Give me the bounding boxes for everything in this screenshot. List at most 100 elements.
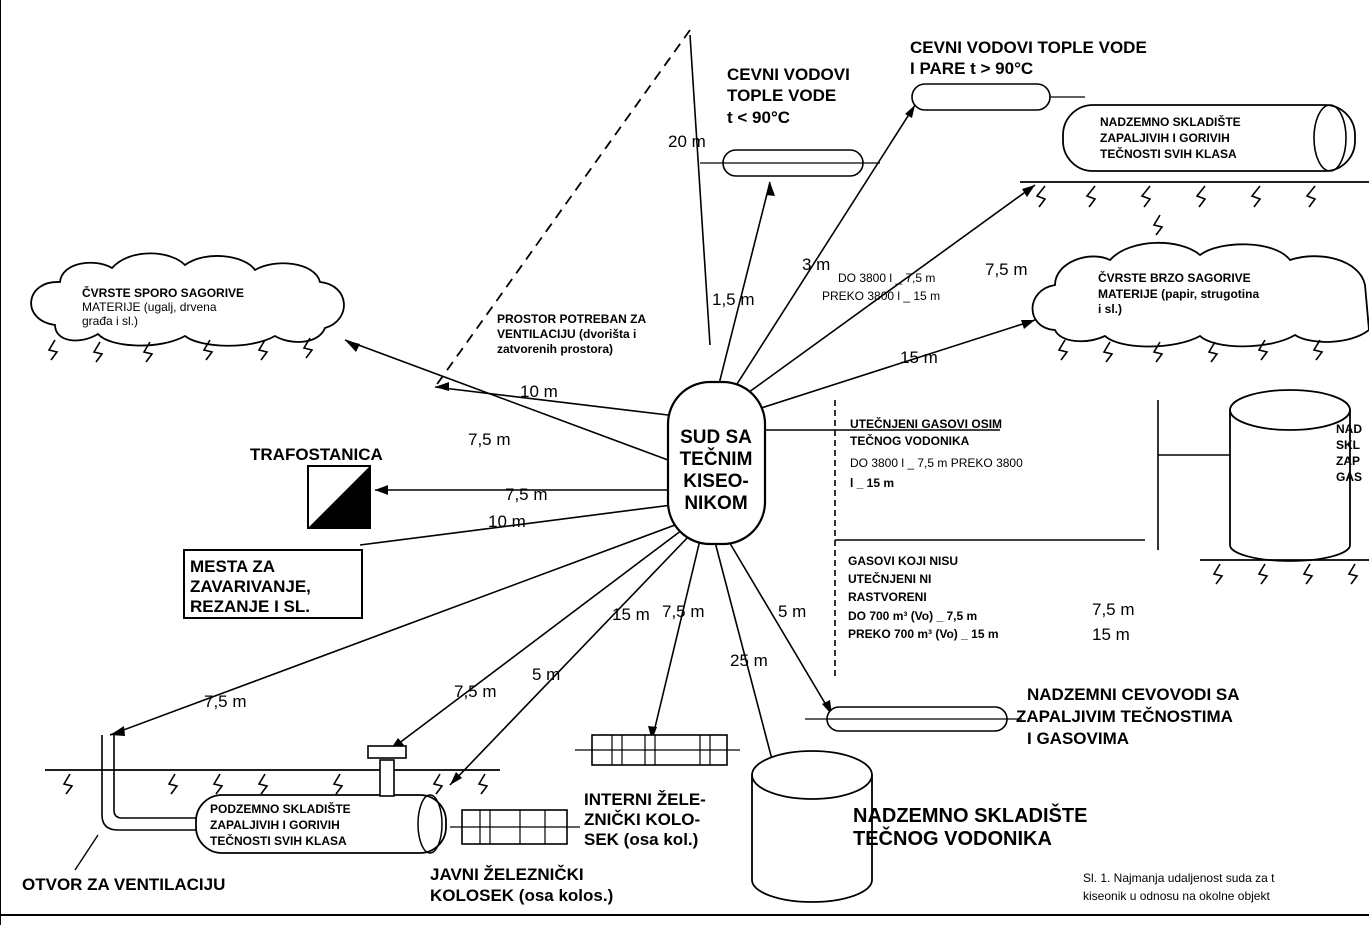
pipes-flam-label-1: NADZEMNI CEVOVODI SA [1027, 685, 1240, 704]
liq-gas-label-3: DO 3800 l _ 7,5 m PREKO 3800 [850, 456, 1023, 470]
vessel-line-1: SUD SA [680, 427, 752, 448]
arrowhead-tank-above [1022, 185, 1035, 197]
internal-rail-label-3: SEK (osa kol.) [584, 830, 698, 849]
tank-3800-label-1: DO 3800 l _ 7,5 m [838, 271, 935, 285]
pipe-hot-label-1: CEVNI VODOVI [727, 65, 850, 84]
other-gas-label-3: RASTVORENI [848, 590, 927, 604]
solid-slow-label-1: ČVRSTE SPORO SAGORIVE [82, 285, 244, 300]
line-internal-rail [652, 540, 700, 740]
dist-15m-irail: 15 m [612, 605, 650, 624]
tank-manhole [380, 760, 394, 796]
arrowhead-solid-fast [1021, 320, 1035, 329]
arrowhead-pipe-hot [766, 182, 775, 196]
vessel-line-4: NIKOM [684, 493, 747, 514]
vessel-line-3: KISEO- [683, 471, 748, 492]
liq-gas-label-4: l _ 15 m [850, 476, 894, 490]
other-gas-label-1: GASOVI KOJI NISU [848, 554, 958, 568]
arrowhead-vent [110, 726, 125, 736]
dist-5m-prail: 5 m [532, 665, 560, 684]
solid-fast-label-2: MATERIJE (papir, strugotina [1098, 287, 1259, 301]
solid-slow-label-2: MATERIJE (ugalj, drvena [82, 300, 217, 314]
vent-space-label-2: VENTILACIJU (dvorišta i [497, 327, 636, 341]
gas-tank-label-4: GAS [1336, 470, 1362, 484]
hydrogen-tank-top [752, 751, 872, 799]
caption-line-2: kiseonik u odnosu na okolne objekt [1083, 889, 1270, 903]
tank-3800-label-2: PREKO 3800 l _ 15 m [822, 289, 940, 303]
internal-rail-label-1: INTERNI ŽELE- [584, 790, 706, 809]
tank-above-label-1: NADZEMNO SKLADIŠTE [1100, 114, 1241, 129]
public-rail-label-2: KOLOSEK (osa kolos.) [430, 886, 613, 905]
dist-7-5m-gas: 7,5 m [1092, 600, 1135, 619]
vent-space-label-1: PROSTOR POTREBAN ZA [497, 312, 646, 326]
dist-5m-pipes: 5 m [778, 602, 806, 621]
dist-10m-vent: 10 m [520, 382, 558, 401]
vent-pipe-inner [114, 735, 196, 818]
tank-above-ground-hatch [1037, 186, 1315, 207]
dist-25m-hyd: 25 m [730, 651, 768, 670]
dist-7-5m-trafo: 7,5 m [505, 485, 548, 504]
other-gas-label-5: PREKO 700 m³ (Vo) _ 15 m [848, 627, 999, 641]
solid-fast-label-1: ČVRSTE BRZO SAGORIVE [1098, 270, 1251, 285]
vent-pointer [75, 835, 98, 870]
welding-label-3: REZANJE I SL. [190, 597, 310, 616]
dist-7-5m-top: 7,5 m [985, 260, 1028, 279]
welding-label-2: ZAVARIVANJE, [190, 577, 311, 596]
hydrogen-label-2: TEČNOG VODONIKA [853, 826, 1052, 850]
gas-tank-label-2: SKL [1336, 438, 1360, 452]
dist-10m-weld: 10 m [488, 512, 526, 531]
gas-tank-hatch [1214, 564, 1357, 584]
liq-gas-label-2: TEČNOG VODONIKA [850, 433, 970, 448]
pipe-steam-label-1: CEVNI VODOVI TOPLE VODE [910, 38, 1147, 57]
hydrogen-label-1: NADZEMNO SKLADIŠTE [853, 803, 1087, 827]
ug-tank-label-1: PODZEMNO SKLADIŠTE [210, 801, 351, 816]
gas-tank-label-3: ZAP [1336, 454, 1360, 468]
dist-15m-gas: 15 m [1092, 625, 1130, 644]
vent-opening-label: OTVOR ZA VENTILACIJU [22, 875, 225, 894]
other-gas-label-4: DO 700 m³ (Vo) _ 7,5 m [848, 609, 977, 623]
line-solid-fast [755, 320, 1035, 410]
vessel-line-2: TEČNIM [680, 448, 753, 470]
arrowhead-trafo [375, 485, 388, 495]
gas-tank-body [1230, 410, 1350, 561]
dist-7-5m-vent: 7,5 m [204, 692, 247, 711]
line-pipes-flammable [728, 540, 832, 715]
solid-fast-label-3: i sl.) [1098, 302, 1122, 316]
line-ug-tank [390, 530, 682, 750]
dist-20m: 20 m [668, 132, 706, 151]
ground-hatch [64, 774, 487, 794]
gas-tank-label-1: NAD [1336, 422, 1362, 436]
trafo-label: TRAFOSTANICA [250, 445, 383, 464]
dist-1-5m: 1,5 m [712, 290, 755, 309]
internal-rail-label-2: ZNIČKI KOLO- [584, 810, 700, 829]
caption-line-1: Sl. 1. Najmanja udaljenost suda za t [1083, 871, 1275, 885]
public-rail-label-1: JAVNI ŽELEZNIČKI [430, 865, 584, 884]
welding-label-1: MESTA ZA [190, 557, 275, 576]
pipe-hot-label-3: t < 90°C [727, 108, 790, 127]
other-gas-label-2: UTEČNJENI NI [848, 571, 931, 586]
dist-7-5m-irail: 7,5 m [662, 602, 705, 621]
pipes-flam-label-3: I GASOVIMA [1027, 729, 1129, 748]
solid-slow-label-3: građa i sl.) [82, 314, 138, 328]
arrowhead-solid-slow [345, 340, 360, 352]
vent-space-label-3: zatvorenih prostora) [497, 342, 613, 356]
gas-tank-top [1230, 390, 1350, 430]
ug-tank-label-3: TEČNOSTI SVIH KLASA [210, 833, 347, 848]
tank-above-label-3: TEČNOSTI SVIH KLASA [1100, 146, 1237, 161]
line-pipe-hot [718, 182, 770, 388]
line-vertical-20m [690, 35, 710, 345]
liq-gas-label-1: UTEČNJENI GASOVI OSIM [850, 416, 1002, 431]
line-pipe-steam [730, 105, 915, 395]
dist-15m-fast: 15 m [900, 348, 938, 367]
dist-7-5m-ugt: 7,5 m [454, 682, 497, 701]
pipes-flam-label-2: ZAPALJIVIM TEČNOSTIMA [1016, 707, 1233, 726]
dist-7-5m-slow: 7,5 m [468, 430, 511, 449]
ug-tank-label-2: ZAPALJIVIH I GORIVIH [210, 818, 340, 832]
pipe-hot-label-2: TOPLE VODE [727, 86, 836, 105]
pipe-steam [912, 84, 1050, 110]
tank-manhole-cap [368, 746, 406, 758]
dist-3m: 3 m [802, 255, 830, 274]
pipe-steam-label-2: I PARE t > 90°C [910, 59, 1033, 78]
tank-above-label-2: ZAPALJIVIH I GORIVIH [1100, 131, 1230, 145]
arrowhead-pipe-steam [905, 105, 915, 118]
